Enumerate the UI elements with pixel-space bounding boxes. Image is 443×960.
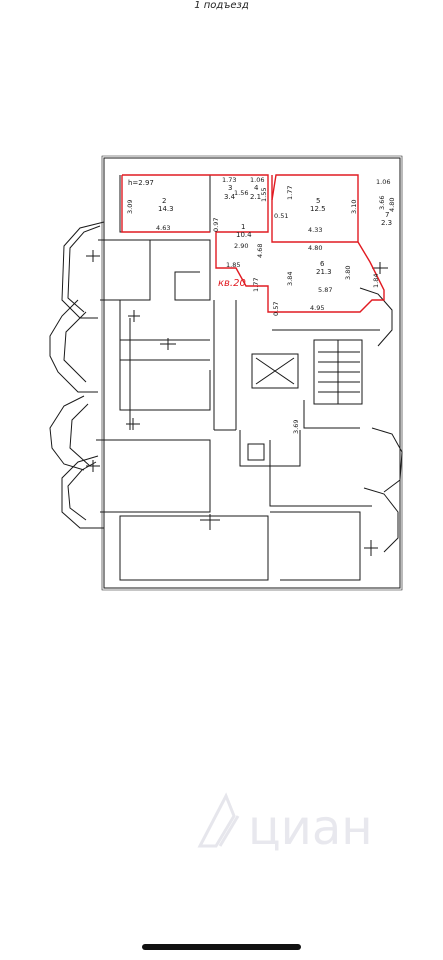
dim-label: 3.80 [344,266,352,280]
dim-label: 4.33 [308,226,322,234]
room-5-area: 12.5 [310,205,326,213]
dim-label: 3.09 [126,200,134,214]
dim-label: 0.97 [212,218,220,232]
dim-label: 1.55 [260,188,268,202]
dim-label: 1.77 [286,186,294,200]
dim-label: 0.57 [272,302,280,316]
room-6-area: 21.3 [316,268,332,276]
dim-label: 1.73 [222,176,236,184]
room-2-area: 14.3 [158,205,174,213]
room-3-number: 3 [228,184,232,192]
cian-watermark: циан [197,792,373,856]
dim-label: 1.84 [372,274,380,288]
home-indicator[interactable] [142,944,301,950]
room-3-area: 3.4 [224,193,236,201]
dim-label: 4.80 [388,198,396,212]
entrance-heading: 1 подъезд [194,0,249,11]
dim-label: 3.84 [286,272,294,286]
building-walls [49,155,403,591]
room-2-number: 2 [162,197,166,205]
dim-label: 1.77 [252,278,260,292]
room-4-number: 4 [254,184,259,192]
room-5-number: 5 [316,197,320,205]
dim-label: 3.10 [350,200,358,214]
dim-label: 4.95 [310,304,324,312]
room-1-area: 10.4 [236,231,252,239]
dim-label: 0.51 [274,212,288,220]
dim-label: 4.63 [156,224,170,232]
room-7-number: 7 [385,211,389,219]
dim-label: 1.85 [226,261,240,269]
dim-label: 3.69 [292,420,300,434]
room-4-area: 2.1 [250,193,261,201]
room-6-number: 6 [320,260,325,268]
room-labels: h=2.97 2 14.3 3 3.4 4 2.1 1 10.4 5 12.5 … [128,179,392,276]
room-7-area: 2.3 [381,219,392,227]
dim-label: 1.06 [250,176,264,184]
ceiling-height: h=2.97 [128,179,154,187]
dimension-labels: 3.09 4.63 1.73 1.56 1.06 1.55 0.97 1.77 … [126,176,396,434]
dim-label: 3.66 [378,196,386,210]
dim-label: 4.80 [308,244,322,252]
dim-label: 5.87 [318,286,332,294]
dim-label: 1.56 [234,189,248,197]
dim-label: 1.06 [376,178,390,186]
apartment-label: кв.20 [218,278,246,289]
apartment-outline [121,174,385,313]
dim-label: 4.68 [256,244,264,258]
dim-label: 2.90 [234,242,248,250]
room-1-number: 1 [241,223,245,231]
watermark-text: циан [248,800,373,856]
